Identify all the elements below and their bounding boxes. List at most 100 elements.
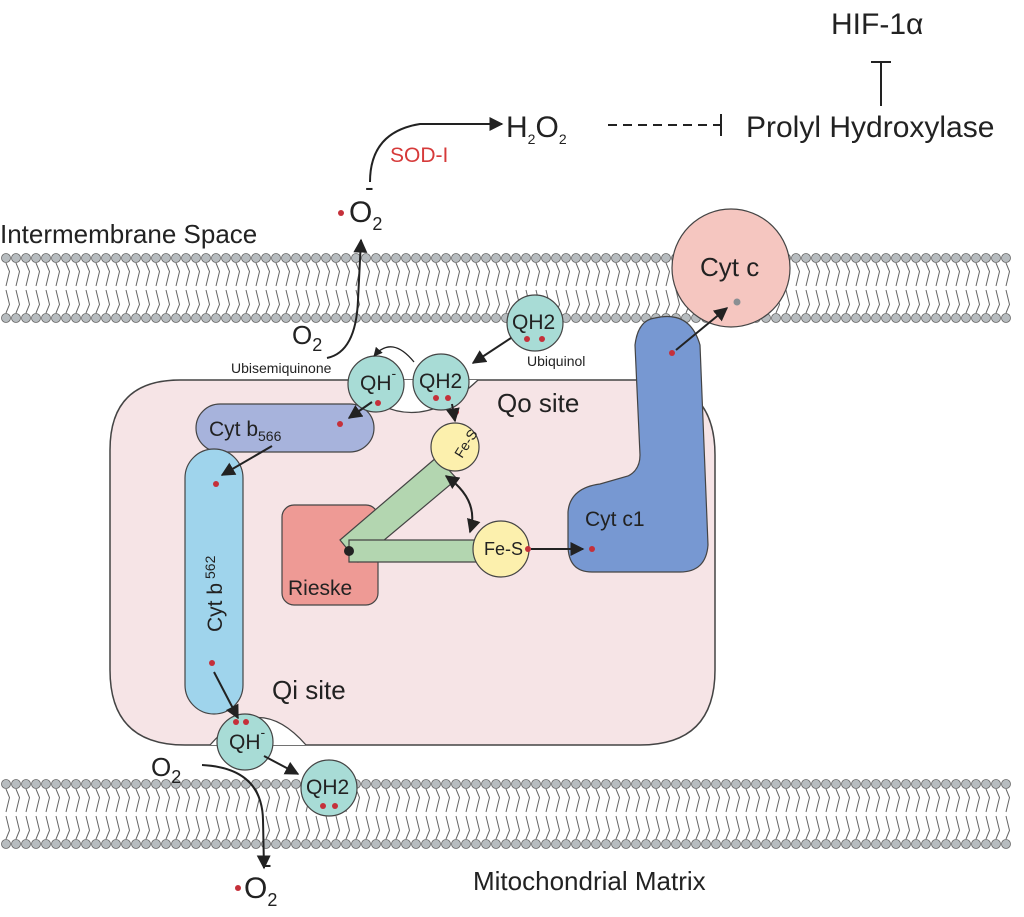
lipid-head: [521, 839, 531, 849]
lipid-head: [921, 779, 931, 789]
lipid-head: [221, 779, 231, 789]
lipid-head: [451, 779, 461, 789]
lipid-head: [261, 313, 271, 323]
lipid-head: [221, 313, 231, 323]
lipid-head: [981, 253, 991, 263]
lipid-head: [281, 313, 291, 323]
lipid-head: [931, 839, 941, 849]
lipid-head: [591, 779, 601, 789]
lipid-head: [631, 839, 641, 849]
lipid-head: [581, 779, 591, 789]
lipid-head: [311, 839, 321, 849]
lipid-head: [91, 779, 101, 789]
lipid-head: [61, 779, 71, 789]
lipid-head: [221, 839, 231, 849]
cyt-b562: [184, 448, 244, 715]
lipid-tails: [5, 262, 1011, 314]
lipid-head: [661, 253, 671, 263]
lipid-head: [631, 313, 641, 323]
lipid-head: [741, 839, 751, 849]
lipid-head: [421, 779, 431, 789]
superoxide-matrix-charge: -: [263, 849, 272, 879]
cyt-b566: [195, 403, 375, 453]
lipid-head: [981, 779, 991, 789]
lipid-head: [241, 839, 251, 849]
lipid-head: [931, 313, 941, 323]
lipid-head: [811, 779, 821, 789]
cyt-c: [671, 208, 791, 328]
lipid-head: [781, 779, 791, 789]
lipid-head: [451, 313, 461, 323]
lipid-head: [51, 839, 61, 849]
lipid-head: [371, 253, 381, 263]
lipid-head: [61, 839, 71, 849]
lipid-head: [751, 839, 761, 849]
lipid-head: [361, 313, 371, 323]
electron-dot: [235, 885, 241, 891]
lipid-head: [431, 779, 441, 789]
lipid-head: [491, 779, 501, 789]
lipid-head: [761, 779, 771, 789]
lipid-head: [171, 779, 181, 789]
lipid-head: [461, 779, 471, 789]
lipid-head: [971, 839, 981, 849]
lipid-head: [231, 779, 241, 789]
lipid-head: [801, 779, 811, 789]
lipid-head: [731, 779, 741, 789]
electron-dot: [209, 660, 215, 666]
lipid-head: [81, 313, 91, 323]
lipid-head: [451, 839, 461, 849]
lipid-head: [201, 313, 211, 323]
lipid-head: [301, 253, 311, 263]
lipid-head: [131, 779, 141, 789]
lipid-head: [931, 253, 941, 263]
lipid-head: [711, 839, 721, 849]
qh2-qo-label: QH2: [419, 370, 462, 393]
arrow-qh2-to-fes: [445, 403, 460, 423]
lipid-head: [501, 839, 511, 849]
lipid-head: [561, 253, 571, 263]
lipid-head: [271, 839, 281, 849]
lipid-head: [461, 253, 471, 263]
lipid-head: [31, 253, 41, 263]
lipid-head: [431, 839, 441, 849]
lipid-head: [781, 313, 791, 323]
lipid-head: [101, 779, 111, 789]
lipid-head: [631, 779, 641, 789]
lipid-head: [861, 839, 871, 849]
lipid-head: [861, 253, 871, 263]
lipid-head: [321, 839, 331, 849]
lipid-head: [161, 313, 171, 323]
electron-dot: [589, 546, 595, 552]
lipid-head: [491, 313, 501, 323]
lipid-head: [941, 253, 951, 263]
lipid-head: [11, 313, 21, 323]
lipid-head: [21, 313, 31, 323]
lipid-head: [921, 313, 931, 323]
lipid-head: [1001, 779, 1011, 789]
lipid-head: [581, 313, 591, 323]
lipid-head: [551, 779, 561, 789]
qh2-ubiquinol: [506, 294, 564, 352]
lipid-head: [771, 839, 781, 849]
lipid-head: [441, 779, 451, 789]
lipid-head: [651, 779, 661, 789]
lipid-head: [541, 779, 551, 789]
lipid-head: [481, 839, 491, 849]
arrow-matrix-superoxide: [201, 764, 271, 870]
lipid-head: [121, 253, 131, 263]
lipid-head: [91, 839, 101, 849]
lipid-head: [661, 839, 671, 849]
lipid-head: [791, 253, 801, 263]
lipid-head: [801, 253, 811, 263]
arrow-qh-to-superoxide: [326, 238, 368, 359]
lipid-head: [291, 839, 301, 849]
lipid-head: [721, 839, 731, 849]
lipid-head: [1, 313, 11, 323]
inner-membrane-bottom: [1, 779, 1011, 849]
lipid-head: [521, 779, 531, 789]
lipid-head: [691, 839, 701, 849]
lipid-head: [741, 779, 751, 789]
lipid-head: [271, 253, 281, 263]
lipid-head: [491, 839, 501, 849]
